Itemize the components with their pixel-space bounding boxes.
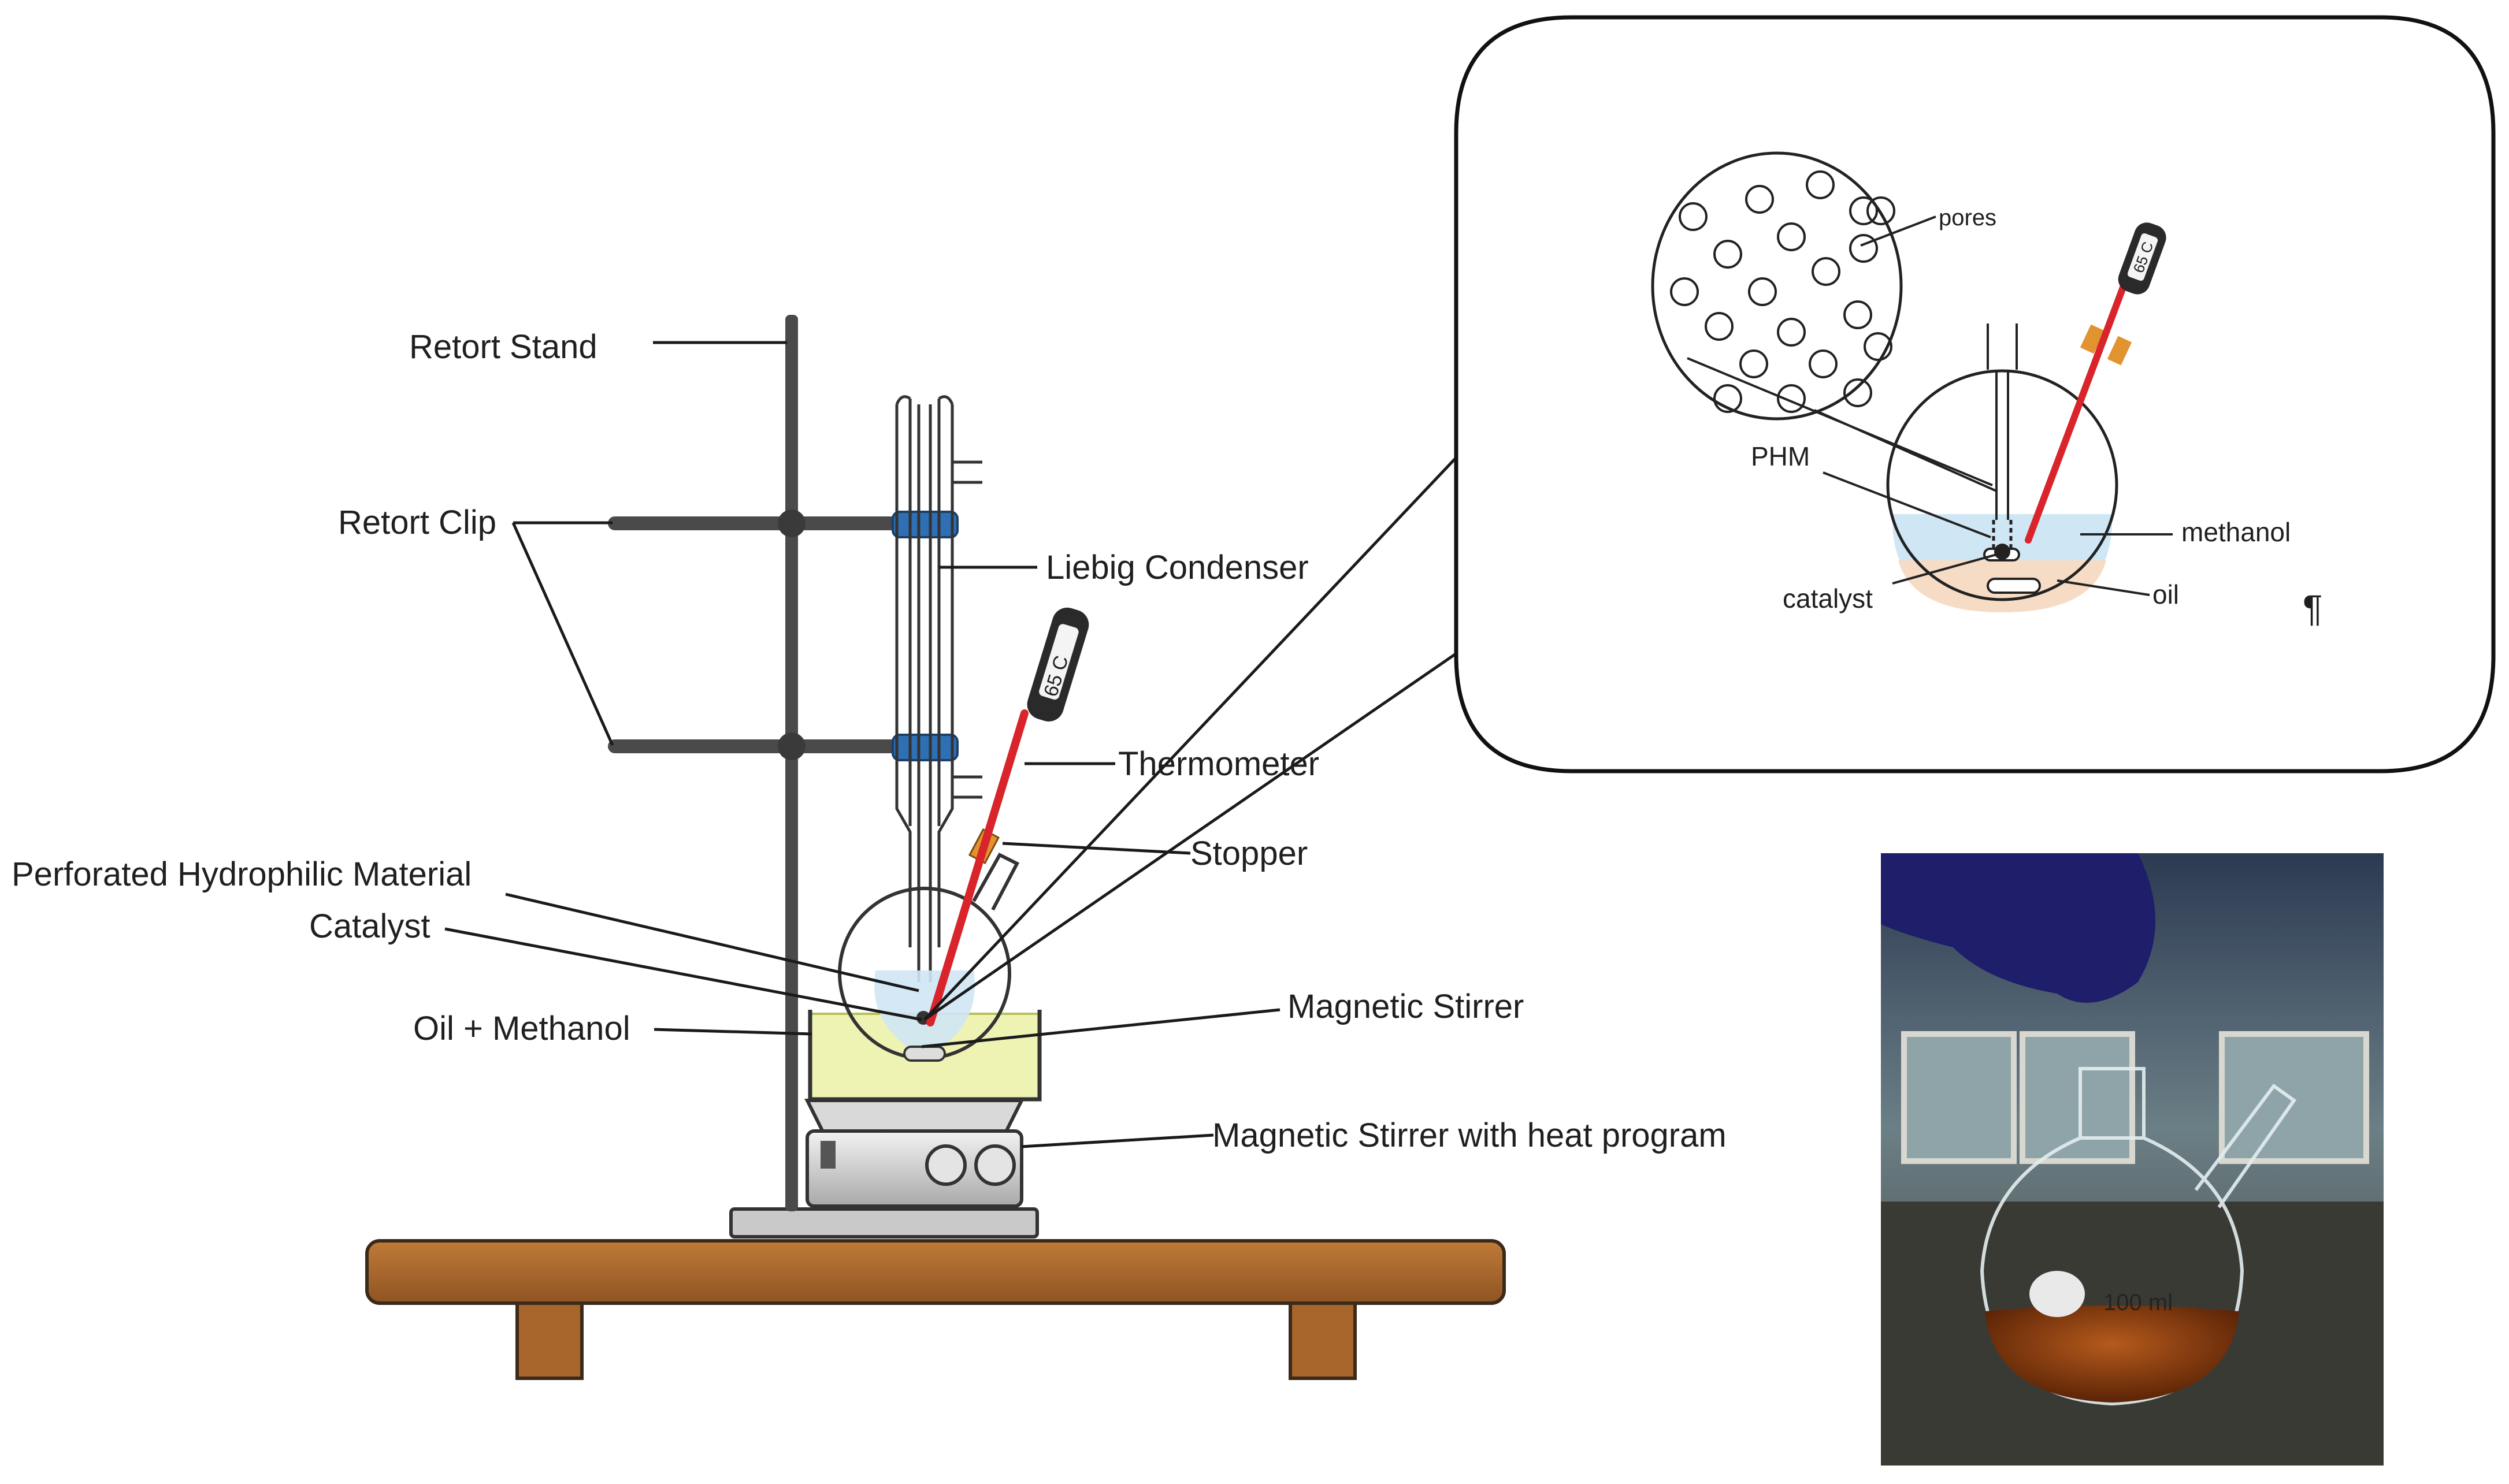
label-liebig-condenser: Liebig Condenser <box>1046 549 1309 586</box>
thermometer: 65 C <box>926 607 1089 1026</box>
photo-flask-marking: 100 ml <box>2103 1290 2173 1315</box>
inset-label-methanol: methanol <box>2181 517 2291 547</box>
retort-stand-rod <box>785 315 798 1211</box>
bench <box>365 1239 1506 1380</box>
label-perforated-hydrophilic-material: Perforated Hydrophilic Material <box>12 856 472 893</box>
stirrer-knob-right <box>974 1144 1016 1186</box>
pores-magnifier <box>1651 151 1903 421</box>
label-thermometer: Thermometer <box>1118 745 1319 783</box>
inset-label-oil: oil <box>2152 579 2179 609</box>
label-retort-clip: Retort Clip <box>338 504 496 541</box>
inset-callout: 65 C pores PHM methanol catalyst oil ¶ <box>1454 15 2496 773</box>
label-retort-stand: Retort Stand <box>409 328 597 366</box>
inset-label-catalyst: catalyst <box>1783 583 1873 613</box>
flask-photo: 100 ml <box>1881 853 2384 1466</box>
label-oil-methanol: Oil + Methanol <box>413 1010 630 1047</box>
label-catalyst: Catalyst <box>309 907 430 945</box>
label-magnetic-stirrer: Magnetic Stirrer <box>1287 988 1524 1025</box>
inset-flask: 65 C <box>1886 222 2166 612</box>
magnetic-stirrer-hotplate <box>804 1099 1025 1208</box>
inset-label-pores: pores <box>1939 205 1996 230</box>
inset-label-phm: PHM <box>1751 441 1810 471</box>
inset-pilcrow: ¶ <box>2303 587 2322 629</box>
retort-clip-lower <box>608 732 959 761</box>
label-magnetic-stirrer-heat: Magnetic Stirrer with heat program <box>1212 1117 1727 1154</box>
stir-bar <box>903 1046 946 1062</box>
stand-base <box>729 1207 1039 1238</box>
stirrer-knob-left <box>925 1144 967 1186</box>
leader-lines <box>444 341 1458 1148</box>
label-stopper: Stopper <box>1190 835 1308 872</box>
retort-clip-upper <box>608 509 959 538</box>
